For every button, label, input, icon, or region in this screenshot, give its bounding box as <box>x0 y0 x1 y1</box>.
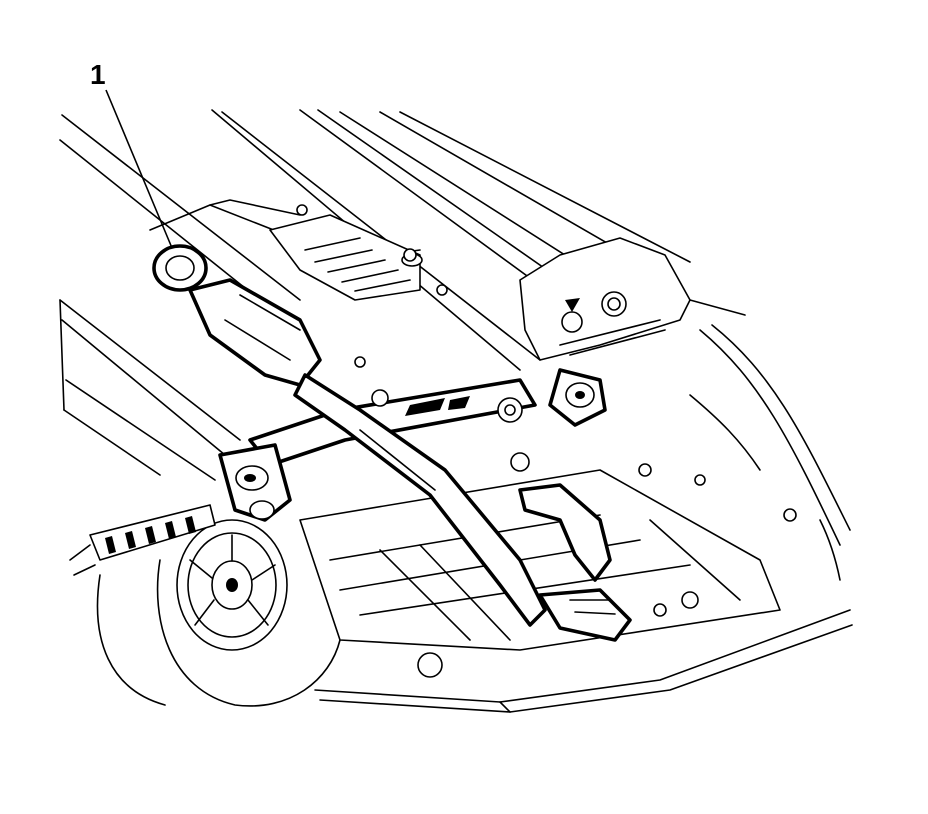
callout-1: 1 <box>90 59 173 249</box>
lower-fascia <box>314 609 853 713</box>
exhaust-system <box>152 244 632 642</box>
lower-arm-left <box>69 504 216 576</box>
rear-fascia <box>689 324 851 581</box>
floor-pan-rails <box>59 109 691 481</box>
callout-label-1: 1 <box>90 59 106 90</box>
leader-line-1 <box>105 89 173 249</box>
mounting-hardware <box>296 204 797 522</box>
heat-shield <box>269 214 423 301</box>
front-wheel <box>96 519 341 707</box>
knuckle-bracket <box>218 443 292 522</box>
rear-panel <box>519 237 746 361</box>
